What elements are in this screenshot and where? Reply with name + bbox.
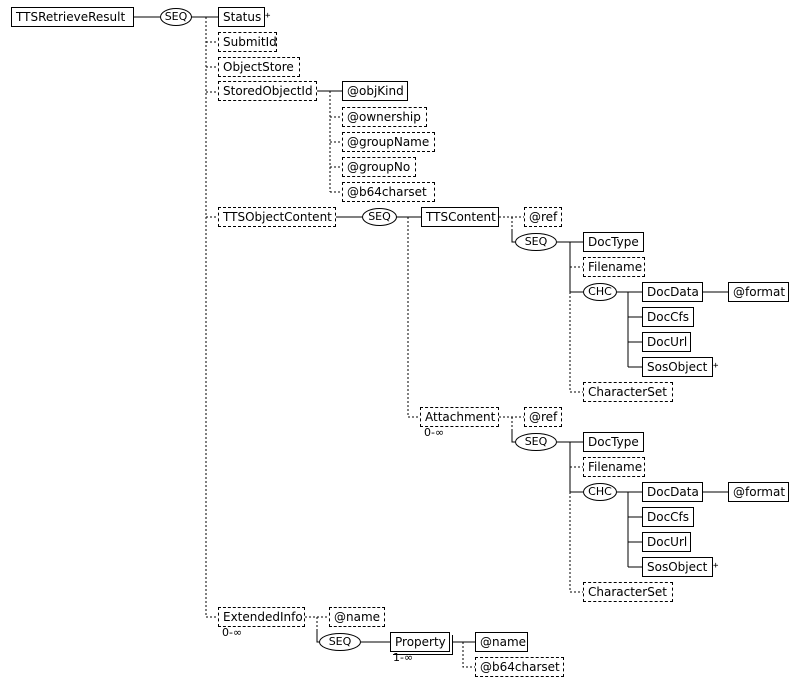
expand-plus-icon[interactable]: + [265, 11, 271, 21]
node-sosobject[interactable]: SosObject [642, 557, 713, 577]
node-ttscontent[interactable]: TTSContent [421, 207, 499, 227]
node-extendedinfo[interactable]: ExtendedInfo [218, 607, 305, 627]
attr-objkind[interactable]: @objKind [342, 81, 408, 101]
node-docurl[interactable]: DocUrl [642, 532, 691, 552]
attr-b64charset[interactable]: @b64charset [475, 657, 564, 677]
node-doccfs[interactable]: DocCfs [642, 307, 694, 327]
node-doctype[interactable]: DocType [583, 232, 644, 252]
node-attachment[interactable]: Attachment [420, 407, 499, 427]
node-docdata[interactable]: DocData [642, 482, 703, 502]
node-property[interactable]: Property [390, 632, 450, 652]
attr-groupname[interactable]: @groupName [342, 132, 435, 152]
expand-plus-icon[interactable]: + [713, 561, 719, 571]
cardinality-label: 1-∞ [393, 651, 414, 664]
node-characterset[interactable]: CharacterSet [583, 582, 673, 602]
attr-format[interactable]: @format [728, 282, 789, 302]
sequence-compositor: SEQ [515, 433, 557, 451]
attr-ref[interactable]: @ref [524, 207, 562, 227]
node-submitid[interactable]: SubmitId [218, 32, 277, 52]
node-filename[interactable]: Filename [583, 457, 645, 477]
node-sosobject[interactable]: SosObject [642, 357, 713, 377]
sequence-compositor: SEQ [319, 633, 361, 651]
attr-format[interactable]: @format [728, 482, 789, 502]
attr-name[interactable]: @name [475, 632, 528, 652]
node-doctype[interactable]: DocType [583, 432, 644, 452]
sequence-compositor: SEQ [362, 208, 397, 226]
node-filename[interactable]: Filename [583, 257, 645, 277]
sequence-compositor: SEQ [160, 8, 192, 26]
attr-groupno[interactable]: @groupNo [342, 157, 416, 177]
attr-ref[interactable]: @ref [524, 407, 562, 427]
node-ttsobjectcontent[interactable]: TTSObjectContent [218, 207, 336, 227]
attr-ownership[interactable]: @ownership [342, 107, 427, 127]
attr-name[interactable]: @name [329, 607, 385, 627]
node-docurl[interactable]: DocUrl [642, 332, 691, 352]
attr-b64charset[interactable]: @b64charset [342, 182, 435, 202]
cardinality-label: 0-∞ [424, 426, 445, 439]
node-objectstore[interactable]: ObjectStore [218, 57, 300, 77]
expand-plus-icon[interactable]: + [713, 361, 719, 371]
node-storedobjectid[interactable]: StoredObjectId [218, 81, 317, 101]
node-docdata[interactable]: DocData [642, 282, 703, 302]
node-doccfs[interactable]: DocCfs [642, 507, 694, 527]
choice-compositor: CHC [583, 283, 617, 301]
node-status[interactable]: Status [218, 7, 265, 27]
node-ttsretrieveresult[interactable]: TTSRetrieveResult [11, 7, 134, 27]
choice-compositor: CHC [583, 483, 617, 501]
cardinality-label: 0-∞ [222, 626, 243, 639]
node-characterset[interactable]: CharacterSet [583, 382, 673, 402]
sequence-compositor: SEQ [515, 233, 557, 251]
